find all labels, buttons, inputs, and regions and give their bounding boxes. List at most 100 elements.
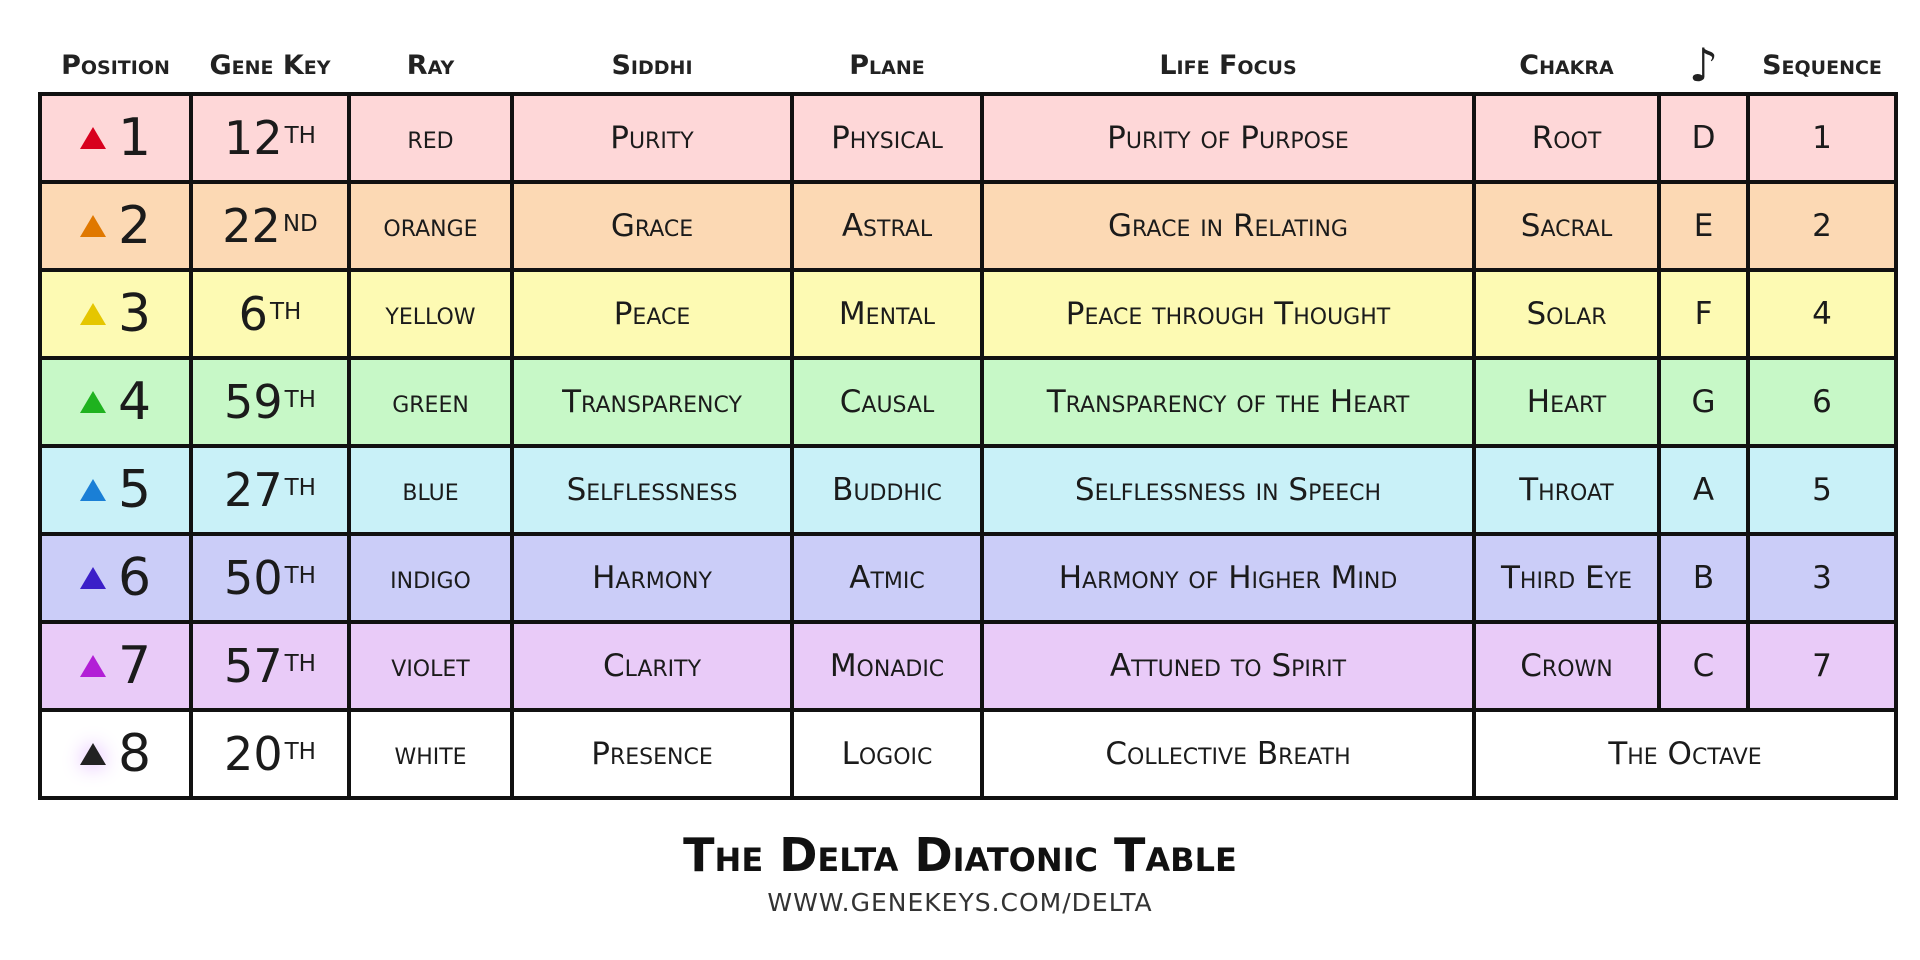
- sequence-cell: 6: [1746, 356, 1898, 448]
- plane-cell: Atmic: [790, 532, 984, 624]
- plane-cell: Monadic: [790, 620, 984, 712]
- gene-key-cell: 50TH: [189, 532, 351, 624]
- plane-cell: Logoic: [790, 708, 984, 800]
- ray-cell: violet: [347, 620, 514, 712]
- life-focus-cell: Transparency of the Heart: [980, 356, 1476, 448]
- note-cell: D: [1657, 92, 1750, 184]
- delta-diatonic-table: Position Gene Key Ray Siddhi Plane Life …: [38, 38, 1898, 800]
- gene-key-ordinal: TH: [284, 386, 316, 413]
- life-focus-cell: Grace in Relating: [980, 180, 1476, 272]
- siddhi-cell: Peace: [510, 268, 794, 360]
- plane-cell: Astral: [790, 180, 984, 272]
- ray-cell: blue: [347, 444, 514, 536]
- gene-key-number: 57: [224, 639, 283, 693]
- life-focus-cell: Purity of Purpose: [980, 92, 1476, 184]
- siddhi-cell: Transparency: [510, 356, 794, 448]
- gene-key-cell: 20TH: [189, 708, 351, 800]
- sequence-cell: 7: [1746, 620, 1898, 712]
- life-focus-cell: Peace through Thought: [980, 268, 1476, 360]
- plane-cell: Mental: [790, 268, 984, 360]
- chakra-cell: Heart: [1472, 356, 1661, 448]
- plane-cell: Buddhic: [790, 444, 984, 536]
- chakra-cell: Third Eye: [1472, 532, 1661, 624]
- chakra-cell: Solar: [1472, 268, 1661, 360]
- header-siddhi: Siddhi: [611, 49, 693, 81]
- music-note-icon: ♪: [1688, 38, 1719, 92]
- position-cell: 1: [38, 92, 193, 184]
- position-cell: 2: [38, 180, 193, 272]
- position-cell: 8: [38, 708, 193, 800]
- position-number: 5: [117, 460, 152, 520]
- gene-key-ordinal: TH: [284, 650, 316, 677]
- pyramid-icon: [79, 479, 106, 501]
- octave-cell: The Octave: [1472, 708, 1898, 800]
- siddhi-cell: Grace: [510, 180, 794, 272]
- position-number: 1: [117, 108, 152, 168]
- pyramid-icon: [79, 743, 106, 765]
- gene-key-number: 6: [238, 287, 268, 341]
- sequence-cell: 2: [1746, 180, 1898, 272]
- position-number: 2: [117, 196, 152, 256]
- header-row: Position Gene Key Ray Siddhi Plane Life …: [40, 38, 1896, 94]
- header-sequence: Sequence: [1762, 49, 1882, 81]
- siddhi-cell: Harmony: [510, 532, 794, 624]
- pyramid-icon: [79, 303, 106, 325]
- sequence-cell: 4: [1746, 268, 1898, 360]
- life-focus-cell: Selflessness in Speech: [980, 444, 1476, 536]
- gene-key-number: 12: [224, 111, 283, 165]
- life-focus-cell: Collective Breath: [980, 708, 1476, 800]
- chakra-cell: Throat: [1472, 444, 1661, 536]
- position-cell: 3: [38, 268, 193, 360]
- header-chakra: Chakra: [1519, 49, 1614, 81]
- life-focus-cell: Attuned to Spirit: [980, 620, 1476, 712]
- plane-cell: Physical: [790, 92, 984, 184]
- note-cell: C: [1657, 620, 1750, 712]
- sequence-cell: 3: [1746, 532, 1898, 624]
- gene-key-ordinal: ND: [282, 210, 318, 237]
- page-title: The Delta Diatonic Table: [683, 828, 1237, 882]
- position-cell: 4: [38, 356, 193, 448]
- note-cell: G: [1657, 356, 1750, 448]
- ray-cell: green: [347, 356, 514, 448]
- gene-key-cell: 22ND: [189, 180, 351, 272]
- position-cell: 6: [38, 532, 193, 624]
- ray-cell: indigo: [347, 532, 514, 624]
- gene-key-cell: 6TH: [189, 268, 351, 360]
- ray-cell: red: [347, 92, 514, 184]
- pyramid-icon: [79, 215, 106, 237]
- position-number: 8: [117, 724, 152, 784]
- chakra-cell: Crown: [1472, 620, 1661, 712]
- pyramid-icon: [79, 567, 106, 589]
- gene-key-number: 27: [224, 463, 283, 517]
- pyramid-icon: [79, 127, 106, 149]
- gene-key-ordinal: TH: [284, 562, 316, 589]
- sequence-cell: 5: [1746, 444, 1898, 536]
- sequence-cell: 1: [1746, 92, 1898, 184]
- gene-key-number: 50: [224, 551, 283, 605]
- note-cell: A: [1657, 444, 1750, 536]
- gene-key-cell: 57TH: [189, 620, 351, 712]
- life-focus-cell: Harmony of Higher Mind: [980, 532, 1476, 624]
- position-number: 6: [117, 548, 152, 608]
- pyramid-icon: [79, 655, 106, 677]
- chakra-cell: Root: [1472, 92, 1661, 184]
- siddhi-cell: Clarity: [510, 620, 794, 712]
- plane-cell: Causal: [790, 356, 984, 448]
- position-number: 7: [117, 636, 152, 696]
- gene-key-number: 22: [222, 199, 281, 253]
- ray-cell: yellow: [347, 268, 514, 360]
- position-number: 4: [117, 372, 152, 432]
- ray-cell: white: [347, 708, 514, 800]
- gene-key-number: 20: [224, 727, 283, 781]
- chakra-cell: Sacral: [1472, 180, 1661, 272]
- header-plane: Plane: [849, 49, 925, 81]
- ray-cell: orange: [347, 180, 514, 272]
- gene-key-cell: 59TH: [189, 356, 351, 448]
